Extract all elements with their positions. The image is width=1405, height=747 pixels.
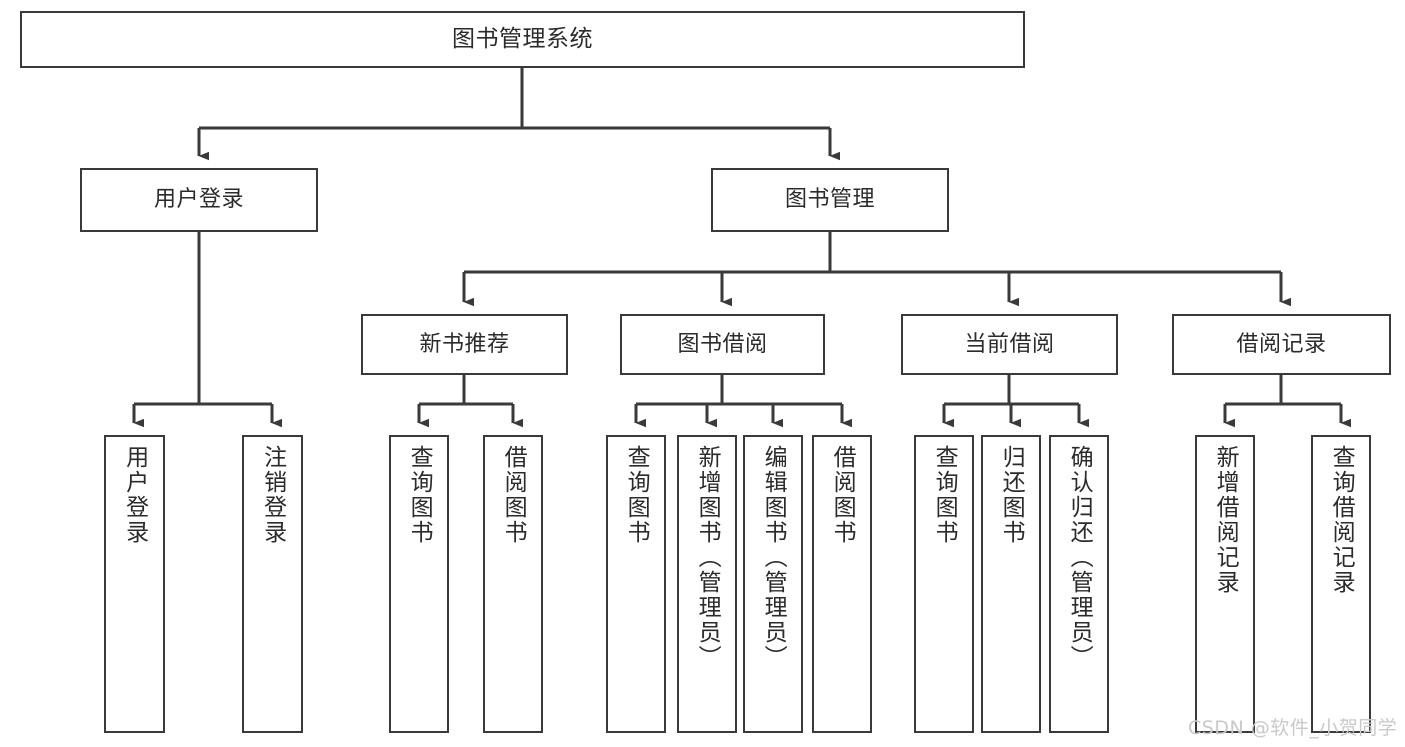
node-label: 查询图书 xyxy=(406,445,433,545)
leaf-new-book-borrow[interactable]: 借阅图书 xyxy=(483,435,543,733)
node-book-management[interactable]: 图书管理 xyxy=(711,168,949,232)
leaf-user-login-signout[interactable]: 注销登录 xyxy=(242,435,303,733)
node-user-login[interactable]: 用户登录 xyxy=(80,168,318,232)
leaf-current-confirm-return-admin[interactable]: 确认归还（管理员） xyxy=(1049,435,1109,733)
node-label: 借阅图书 xyxy=(500,445,527,545)
node-label: 确认归还（管理员） xyxy=(1066,445,1093,670)
leaf-borrow-borrow-book[interactable]: 借阅图书 xyxy=(812,435,872,733)
leaf-borrow-query-book[interactable]: 查询图书 xyxy=(606,435,666,733)
leaf-borrow-edit-book-admin[interactable]: 编辑图书（管理员） xyxy=(743,435,803,733)
leaf-current-query-book[interactable]: 查询图书 xyxy=(914,435,974,733)
node-label: 编辑图书（管理员） xyxy=(760,445,787,670)
node-label: 查询图书 xyxy=(623,445,650,545)
leaf-records-add-record[interactable]: 新增借阅记录 xyxy=(1195,435,1255,733)
node-label: 用户登录 xyxy=(121,445,148,545)
node-label: 图书管理系统 xyxy=(452,25,593,52)
node-label: 注销登录 xyxy=(259,445,286,545)
leaf-user-login-signin[interactable]: 用户登录 xyxy=(104,435,165,733)
node-label: 归还图书 xyxy=(998,445,1025,545)
node-book-borrow[interactable]: 图书借阅 xyxy=(620,314,825,375)
node-label: 新增借阅记录 xyxy=(1212,445,1239,595)
leaf-new-book-query[interactable]: 查询图书 xyxy=(389,435,449,733)
node-label: 借阅图书 xyxy=(829,445,856,545)
leaf-borrow-add-book-admin[interactable]: 新增图书（管理员） xyxy=(677,435,737,733)
leaf-records-query-record[interactable]: 查询借阅记录 xyxy=(1311,435,1371,733)
node-label: 新书推荐 xyxy=(419,331,510,357)
node-borrow-records[interactable]: 借阅记录 xyxy=(1172,314,1391,375)
node-label: 查询图书 xyxy=(931,445,958,545)
node-root-system[interactable]: 图书管理系统 xyxy=(20,11,1025,68)
csdn-watermark: CSDN @软件_小贺同学 xyxy=(1188,717,1398,739)
node-label: 图书借阅 xyxy=(677,331,768,357)
node-label: 新增图书（管理员） xyxy=(694,445,721,670)
node-current-borrow[interactable]: 当前借阅 xyxy=(901,314,1118,375)
node-label: 借阅记录 xyxy=(1236,331,1327,357)
node-label: 图书管理 xyxy=(784,187,875,213)
node-label: 查询借阅记录 xyxy=(1328,445,1355,595)
node-label: 用户登录 xyxy=(153,187,244,213)
node-label: 当前借阅 xyxy=(964,331,1055,357)
node-new-book-recommend[interactable]: 新书推荐 xyxy=(361,314,568,375)
leaf-current-return-book[interactable]: 归还图书 xyxy=(981,435,1041,733)
